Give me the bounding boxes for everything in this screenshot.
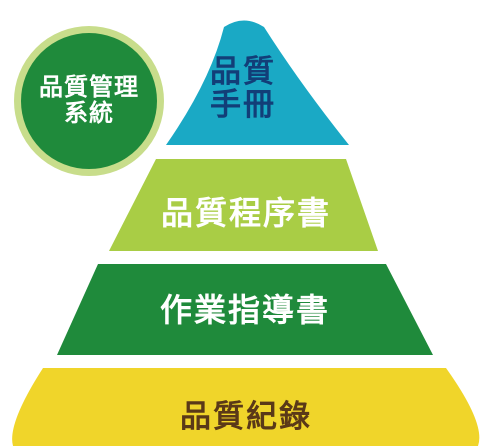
pyramid-top-label: 品質 手冊 [199, 56, 287, 121]
pyramid-top-quality-manual-shape [166, 20, 349, 145]
quality-management-system-badge: 品質管理 系統 [14, 26, 164, 176]
pyramid-level4-quality-records-shape [12, 368, 480, 446]
badge-line-2: 系統 [64, 99, 114, 127]
badge-line-1: 品質管理 [39, 73, 139, 102]
pyramid-level3-work-instruction-shape [57, 264, 433, 355]
pyramid-level3-label: 作業指導書 [159, 291, 330, 329]
pyramid-level4-label: 品質紀錄 [180, 399, 312, 435]
pyramid-level2-quality-procedure-shape [109, 159, 378, 251]
pyramid-top-label-line-2: 手冊 [210, 86, 276, 123]
pyramid-level2-label: 品質程序書 [160, 194, 331, 232]
pyramid-top-label-line-1: 品質 [210, 54, 276, 90]
